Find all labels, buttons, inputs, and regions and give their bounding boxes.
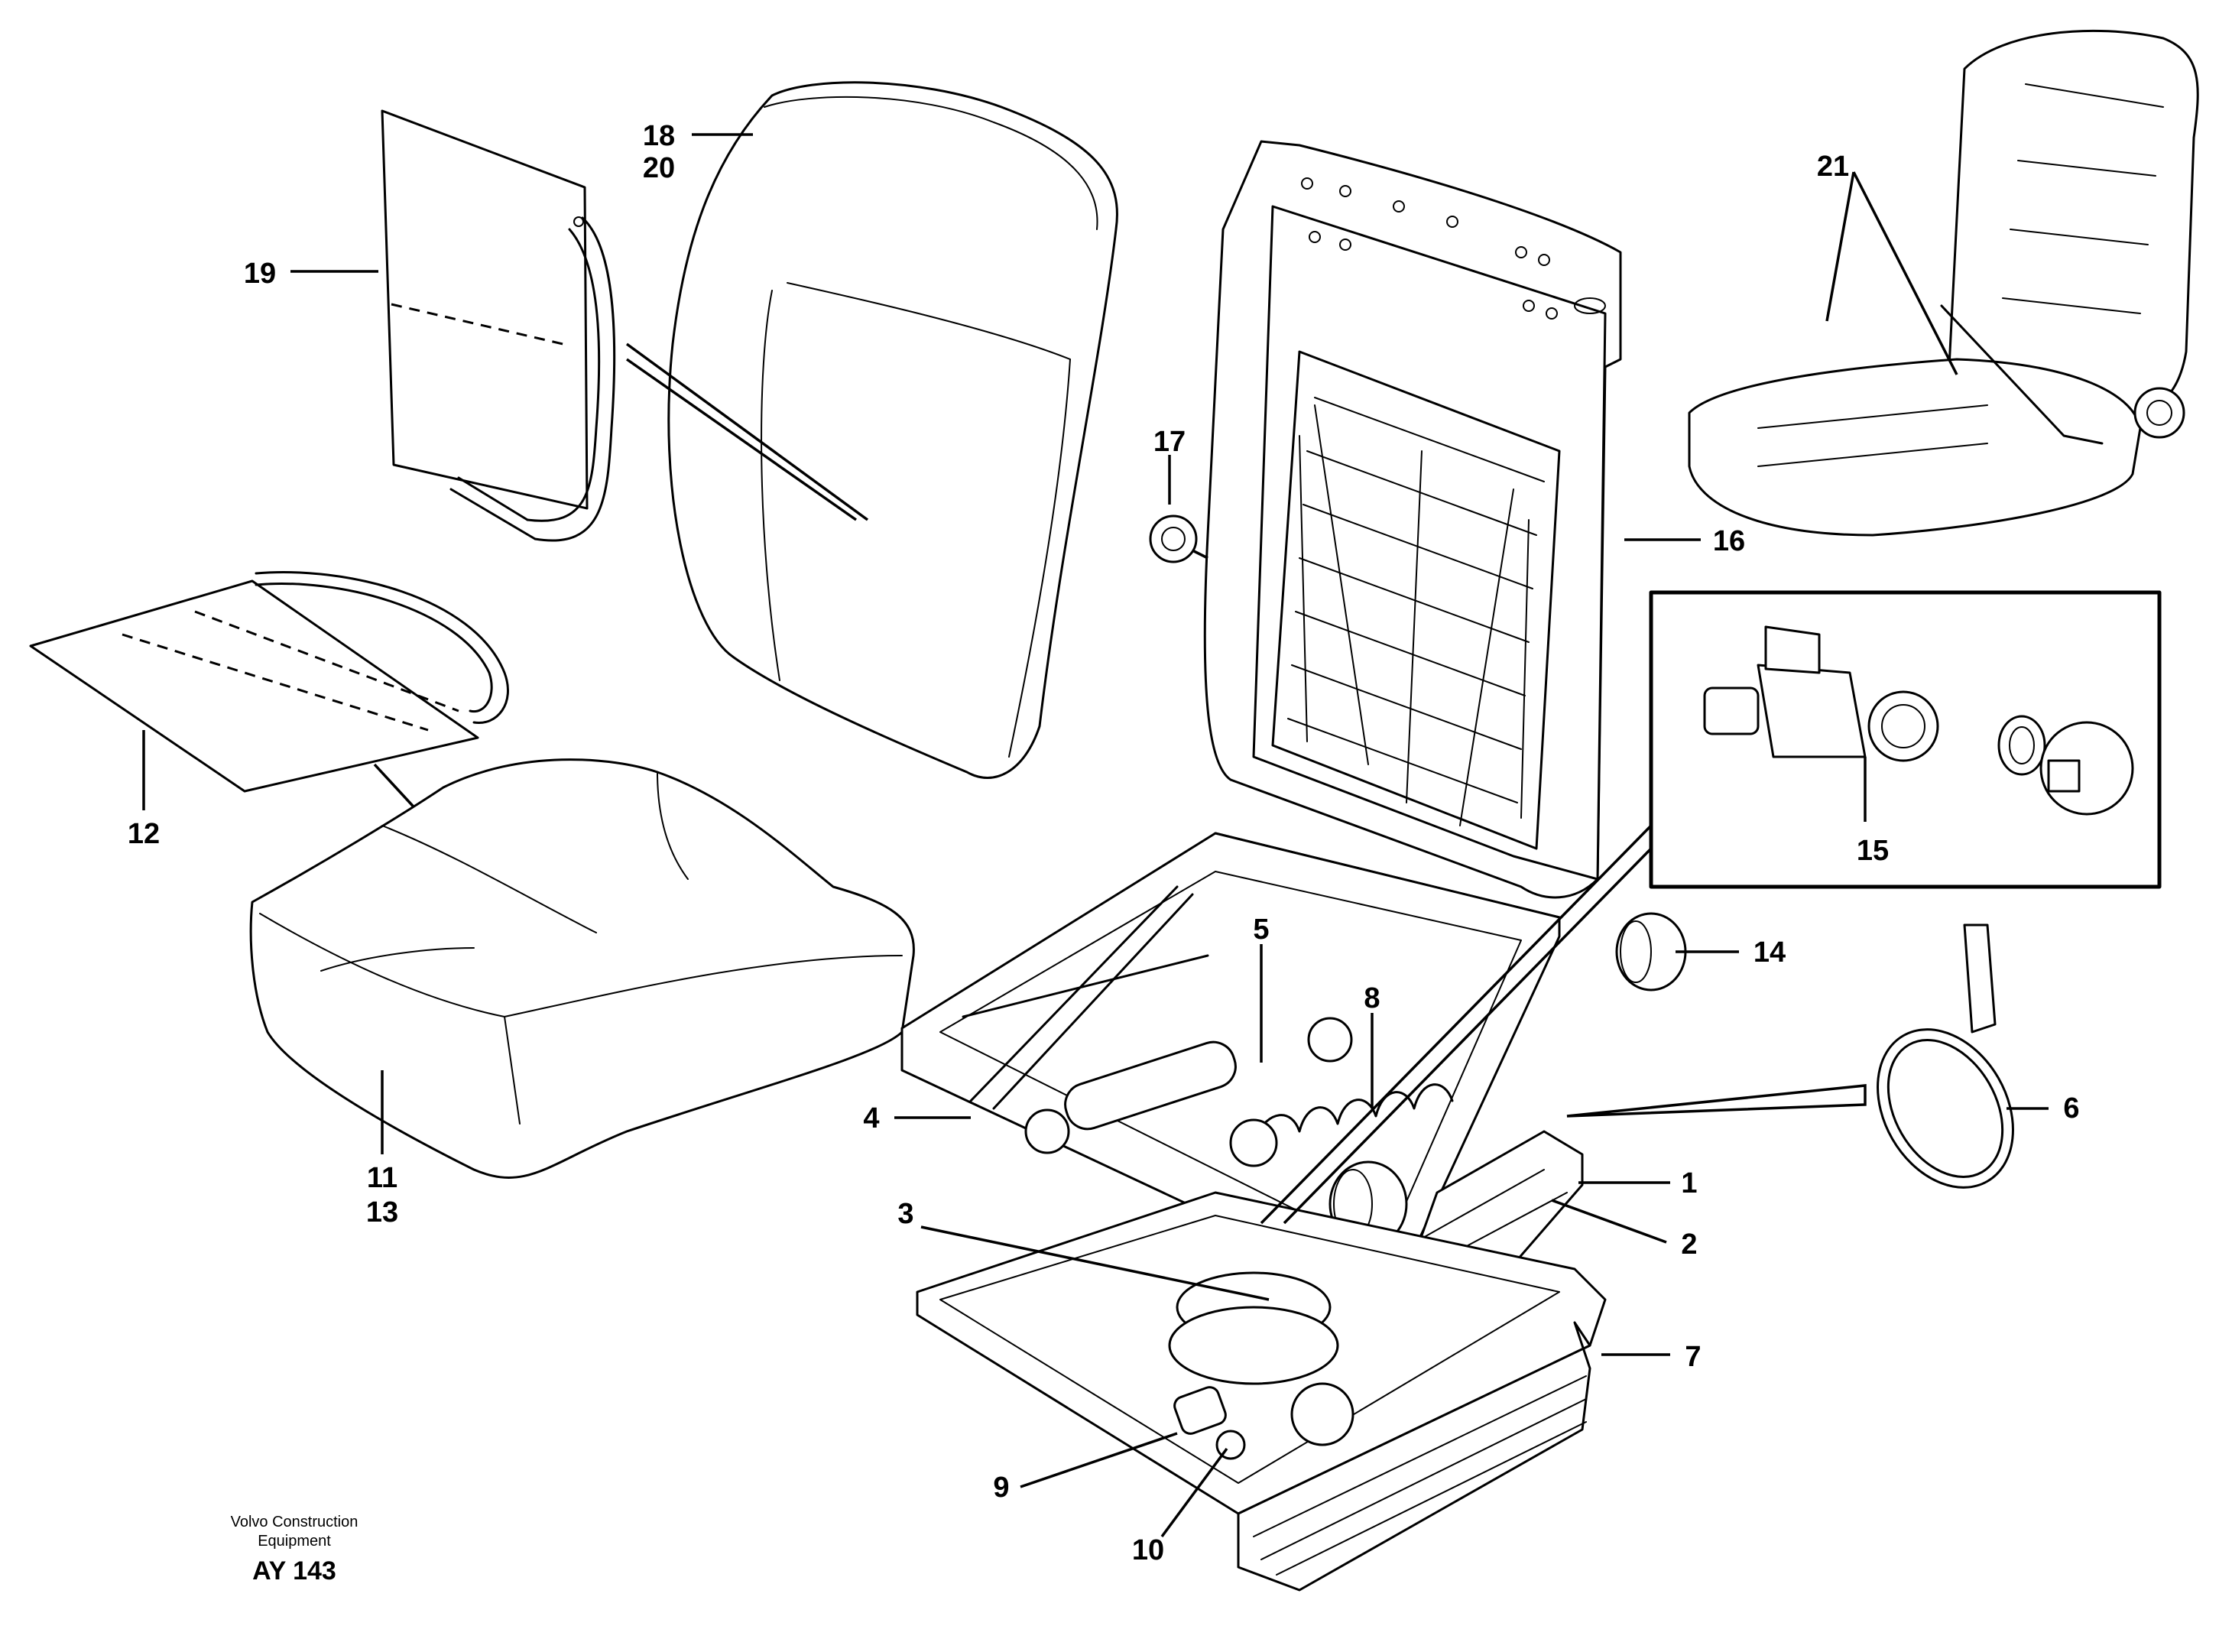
figure-code: AY 143: [252, 1556, 336, 1585]
callout-9: 9: [993, 1472, 1009, 1504]
part-18-backrest-cushion: [625, 81, 1118, 779]
part-6-cable-tie: [1566, 923, 2014, 1189]
callout-18: 18: [643, 120, 675, 152]
callout-21: 21: [1817, 151, 1849, 183]
callout-19: 19: [244, 258, 276, 290]
callout-12: 12: [128, 818, 160, 850]
part-15-inset: [1260, 590, 2162, 1225]
callout-20: 20: [643, 152, 675, 184]
callout-6: 6: [2063, 1092, 2079, 1125]
callout-8: 8: [1364, 982, 1380, 1014]
company-name-line2: Equipment: [258, 1533, 331, 1550]
part-14-knob: [1615, 912, 1687, 992]
part-7-base: [916, 1191, 1607, 1592]
company-name-line1: Volvo Construction: [231, 1514, 358, 1530]
part-5-shock-absorber: [1024, 1017, 1353, 1154]
part-11-seat-cushion: [249, 758, 915, 1179]
callout-17: 17: [1153, 426, 1186, 458]
callout-11: 11: [367, 1162, 397, 1194]
callout-15: 15: [1857, 835, 1889, 867]
leader-lines: [142, 133, 2049, 1538]
callout-2: 2: [1681, 1228, 1697, 1261]
part-19-backrest-heater: [381, 109, 616, 542]
callout-13: 13: [366, 1196, 398, 1228]
part-17-knob: [1149, 514, 1208, 563]
callout-4: 4: [863, 1102, 879, 1134]
callout-3: 3: [897, 1198, 913, 1230]
callout-16: 16: [1713, 525, 1745, 557]
callout-10: 10: [1132, 1534, 1164, 1566]
part-8-spring: [1229, 1083, 1454, 1167]
callout-5: 5: [1253, 914, 1269, 946]
callout-7: 7: [1685, 1341, 1701, 1373]
callout-labels: 18 20 19 17 16 21 12 11 13 5 8 4 1 2 3 7…: [128, 120, 2080, 1566]
footer: Volvo Construction Equipment AY 143: [231, 1514, 358, 1585]
part-16-backrest-frame: [1203, 140, 1622, 899]
callout-1: 1: [1681, 1167, 1697, 1199]
callout-14: 14: [1753, 936, 1786, 969]
part-21-seat-overview: [1688, 29, 2199, 537]
part-12-seat-heater: [29, 571, 560, 965]
